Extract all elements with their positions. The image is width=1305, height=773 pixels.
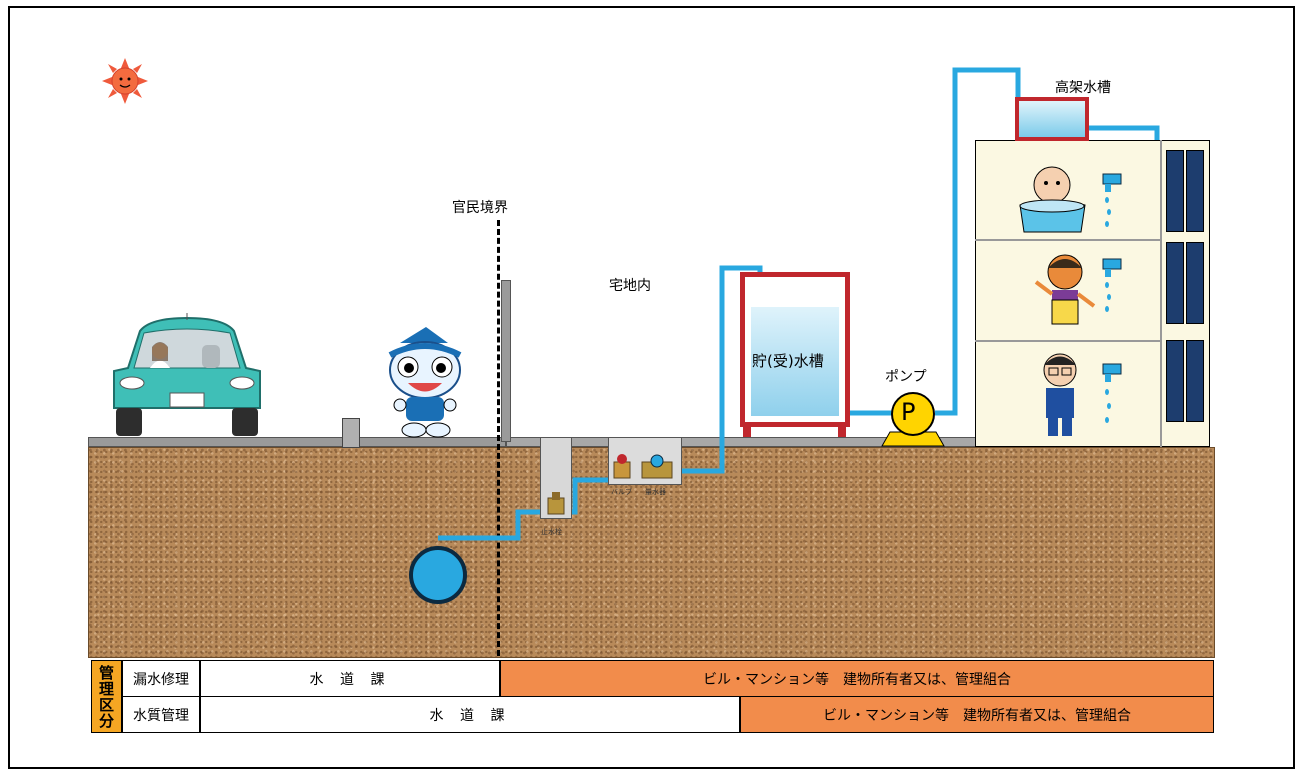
row-label-leak-repair: 漏水修理: [122, 660, 200, 697]
water-main-icon: [409, 546, 467, 604]
leak-repair-public: 水 道 課: [200, 660, 500, 697]
water-quality-public: 水 道 課: [200, 696, 740, 733]
diagram-frame: [8, 6, 1295, 769]
meter-label: 量水器: [645, 488, 666, 496]
row-label-water-quality: 水質管理: [122, 696, 200, 733]
floor-divider: [975, 239, 1160, 241]
window: [1166, 340, 1204, 422]
boundary-wall: [501, 280, 511, 442]
tank-leg-right: [838, 425, 846, 437]
sun-icon: [102, 58, 148, 104]
building-wall: [1160, 140, 1162, 447]
resident-bath: [1019, 166, 1086, 233]
stop-valve-icon: [547, 492, 565, 515]
header-char: 分: [98, 711, 114, 730]
water-quality-private: ビル・マンション等 建物所有者又は、管理組合: [740, 696, 1214, 733]
elevated-tank-label: 高架水槽: [1055, 80, 1111, 96]
road-post: [342, 418, 360, 448]
elevated-tank: [1015, 97, 1089, 141]
stop-valve-label: 止水栓: [541, 528, 562, 536]
header-char: 理: [98, 679, 114, 698]
pump-label: ポンプ: [885, 369, 927, 385]
resident-adult: [1034, 254, 1096, 325]
storage-tank-label: 貯(受)水槽: [752, 352, 824, 370]
header-char: 管: [98, 663, 114, 682]
tank-leg-left: [743, 425, 751, 437]
header-char: 区: [98, 695, 114, 714]
leak-repair-private: ビル・マンション等 建物所有者又は、管理組合: [500, 660, 1214, 697]
car-icon: [113, 313, 261, 436]
road-surface: [88, 437, 506, 447]
meter-icon: [613, 454, 673, 479]
mascot-icon: [388, 327, 462, 438]
pump-letter: P: [901, 398, 916, 426]
faucet-icon: [1102, 173, 1122, 227]
management-category-header: 管 理 区 分: [91, 660, 122, 733]
floor-divider: [975, 340, 1160, 342]
boundary-label: 官民境界: [452, 200, 508, 216]
faucet-icon: [1102, 258, 1122, 312]
premises-label: 宅地内: [609, 278, 651, 294]
window: [1166, 242, 1204, 324]
window: [1166, 150, 1204, 232]
pump-icon: [881, 392, 945, 447]
faucet-icon: [1102, 363, 1122, 423]
boundary-line: [497, 220, 500, 656]
storage-tank: [740, 272, 850, 427]
valve-label: バルブ: [611, 488, 632, 496]
resident-child: [1043, 353, 1077, 436]
